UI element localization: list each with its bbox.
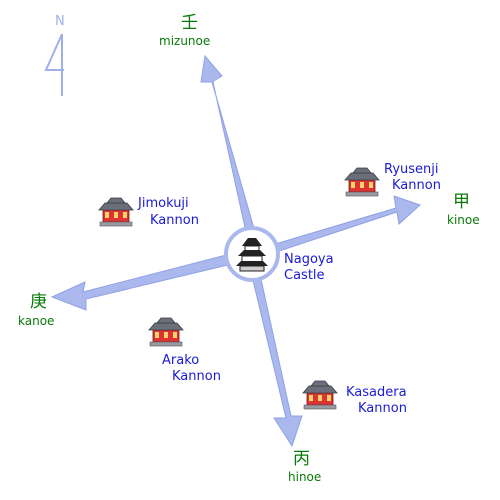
- temple-label-ryusenji-line1: Ryusenji: [384, 162, 439, 177]
- castle-marker: [224, 226, 280, 282]
- temple-label-kasadera-line1: Kasadera: [346, 385, 407, 400]
- direction-east-romaji: kinoe: [447, 213, 480, 227]
- direction-west-kanji: 庚: [30, 292, 47, 312]
- temple-label-arako-line1: Arako: [162, 353, 200, 368]
- temple-label-kasadera-line2: Kannon: [358, 401, 407, 416]
- arrow-west: [50, 253, 233, 311]
- castle-label-line2: Castle: [284, 268, 325, 283]
- temple-icon-kasadera: [302, 380, 338, 410]
- temple-label-jimokuji-line2: Kannon: [150, 213, 199, 228]
- temple-label-jimokuji-line1: Jimokuji: [138, 196, 189, 211]
- direction-south-kanji: 丙: [293, 449, 310, 469]
- compass-icon: [44, 33, 64, 96]
- castle-label-line1: Nagoya: [284, 252, 334, 267]
- temple-label-ryusenji-line2: Kannon: [392, 178, 441, 193]
- arrow-south: [250, 269, 303, 448]
- compass-north-label: N: [55, 14, 65, 29]
- direction-north-kanji: 壬: [181, 13, 198, 33]
- direction-north-romaji: mizunoe: [159, 34, 211, 48]
- arrow-east: [261, 195, 421, 257]
- direction-west-romaji: kanoe: [18, 314, 55, 328]
- direction-arrows: [50, 54, 421, 448]
- temple-icon-arako: [148, 317, 184, 347]
- direction-east-kanji: 甲: [453, 192, 470, 212]
- temple-icon-jimokuji: [98, 197, 134, 227]
- temple-icon-ryusenji: [344, 167, 380, 197]
- temple-label-arako-line2: Kannon: [172, 369, 221, 384]
- direction-south-romaji: hinoe: [288, 470, 322, 484]
- arrow-north: [200, 54, 256, 233]
- castle-icon: [236, 238, 268, 272]
